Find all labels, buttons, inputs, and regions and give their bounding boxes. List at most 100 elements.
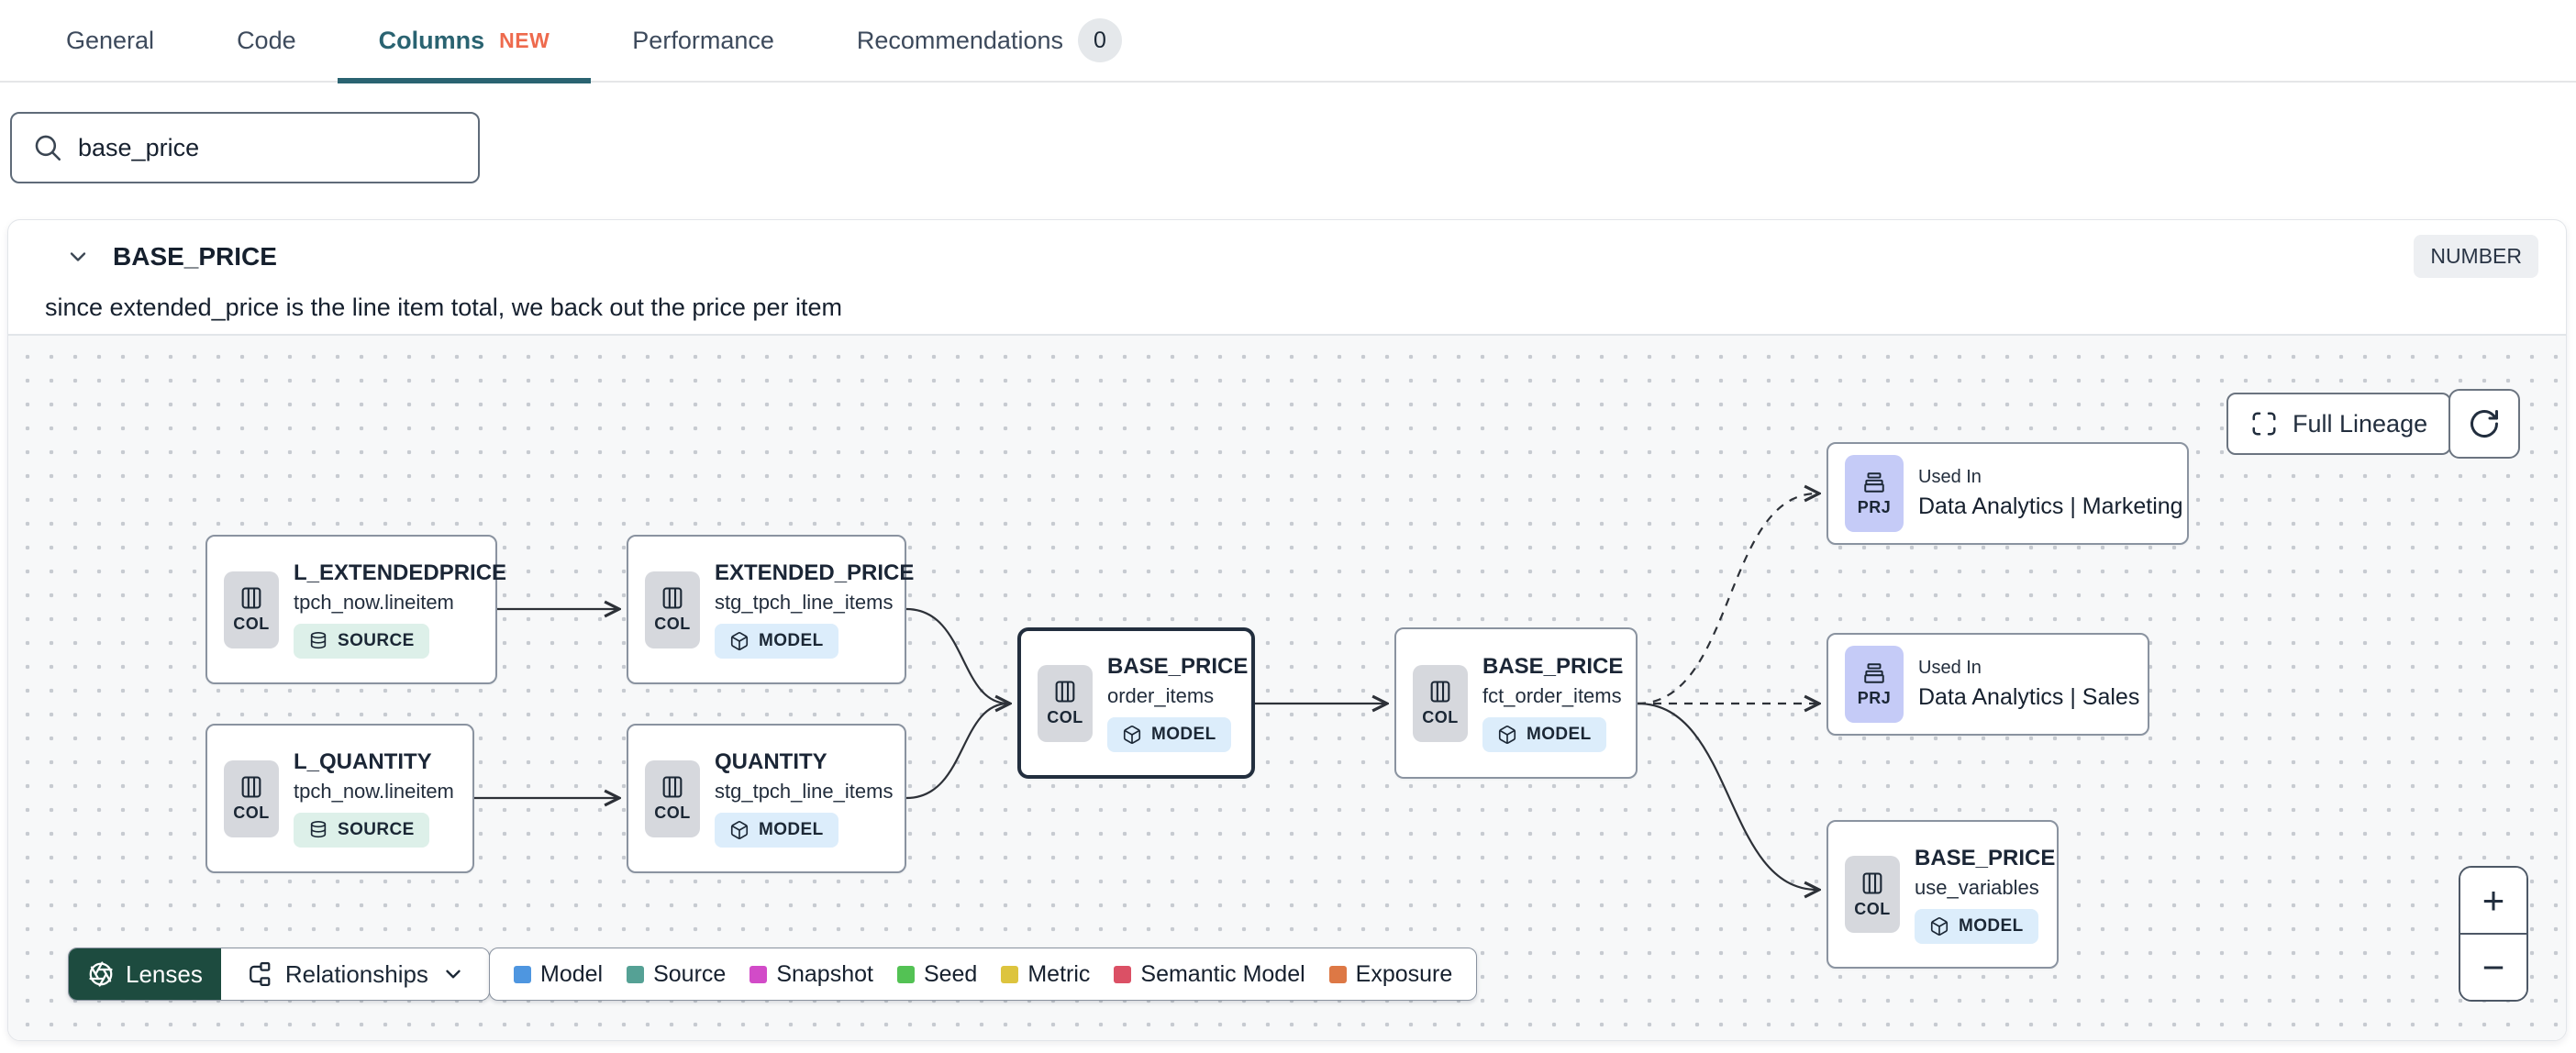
legend-item-seed: Seed xyxy=(896,961,977,988)
legend-item-snapshot: Snapshot xyxy=(749,961,873,988)
tab-general[interactable]: General xyxy=(66,26,155,54)
node-subtitle: use_variables xyxy=(1915,875,2039,899)
legend-swatch xyxy=(1114,965,1132,983)
column-detail-panel: BASE_PRICE NUMBER since extended_price i… xyxy=(7,219,2567,1041)
refresh-button[interactable] xyxy=(2448,389,2520,459)
node-subtitle: tpch_now.lineitem xyxy=(294,591,454,614)
node-l-quantity[interactable]: COL L_QUANTITY tpch_now.lineitem SOURCE xyxy=(205,724,474,873)
cube-icon xyxy=(730,632,749,650)
resource-badge-source: SOURCE xyxy=(294,813,429,848)
expand-icon xyxy=(2252,412,2276,436)
column-name: BASE_PRICE xyxy=(113,242,277,271)
column-search[interactable] xyxy=(10,112,480,183)
node-title: QUANTITY xyxy=(715,749,827,774)
tab-recommendations[interactable]: Recommendations 0 xyxy=(816,0,1163,82)
lineage-edges xyxy=(474,336,2566,1040)
legend-item-exposure: Exposure xyxy=(1328,961,1452,988)
node-subtitle: order_items xyxy=(1107,684,1215,707)
node-subtitle: tpch_now.lineitem xyxy=(294,780,454,803)
legend-item-metric: Metric xyxy=(1001,961,1090,988)
column-description: since extended_price is the line item to… xyxy=(45,294,842,321)
legend-item-source: Source xyxy=(627,961,726,988)
zoom-in-button[interactable]: + xyxy=(2460,868,2526,935)
node-subtitle: fct_order_items xyxy=(1482,684,1622,707)
node-used-in-marketing[interactable]: PRJ Used In Data Analytics | Marketing xyxy=(1827,442,2189,545)
resource-badge-model: MODEL xyxy=(715,813,838,848)
columns-icon xyxy=(241,587,261,609)
node-title: BASE_PRICE xyxy=(1482,654,1624,679)
collapse-chevron-icon[interactable] xyxy=(60,238,96,275)
column-header: BASE_PRICE NUMBER since extended_price i… xyxy=(8,220,2566,334)
node-subtitle: Data Analytics | Sales xyxy=(1918,684,2140,710)
lenses-toolbar: Lenses Relationships xyxy=(68,948,490,1001)
column-chip: COL xyxy=(1038,664,1093,742)
columns-icon xyxy=(1055,681,1075,703)
node-quantity[interactable]: COL QUANTITY stg_tpch_line_items MODEL xyxy=(627,724,906,873)
legend-item-semantic-model: Semantic Model xyxy=(1114,961,1305,988)
cube-icon xyxy=(1498,726,1516,744)
resource-badge-model: MODEL xyxy=(1482,717,1606,752)
node-base-price-fct-order-items[interactable]: COL BASE_PRICE fct_order_items MODEL xyxy=(1394,627,1638,779)
node-title: EXTENDED_PRICE xyxy=(715,560,915,585)
aperture-icon xyxy=(89,961,113,987)
node-title: L_QUANTITY xyxy=(294,749,432,774)
lenses-button[interactable]: Lenses xyxy=(69,948,221,1000)
chevron-down-icon xyxy=(446,970,461,979)
cube-icon xyxy=(1123,726,1141,744)
node-l-extendedprice[interactable]: COL L_EXTENDEDPRICE tpch_now.lineitem SO… xyxy=(205,535,506,684)
project-chip: PRJ xyxy=(1845,646,1904,723)
node-base-price-use-variables[interactable]: COL BASE_PRICE use_variables MODEL xyxy=(1827,820,2059,969)
resource-badge-model: MODEL xyxy=(715,624,838,659)
columns-icon xyxy=(1862,871,1882,894)
zoom-control: + − xyxy=(2459,866,2528,1002)
lineage-canvas[interactable]: COL L_EXTENDEDPRICE tpch_now.lineitem SO… xyxy=(8,334,2566,1040)
legend-item-model: Model xyxy=(514,961,603,988)
column-chip: COL xyxy=(645,571,700,648)
relationships-lens-button[interactable]: Relationships xyxy=(220,948,489,1000)
hierarchy-icon xyxy=(249,962,271,986)
node-subtitle: Data Analytics | Marketing xyxy=(1918,493,2183,519)
legend-swatch xyxy=(627,965,645,983)
cube-icon xyxy=(730,821,749,839)
zoom-out-button[interactable]: − xyxy=(2460,935,2526,1000)
search-input[interactable] xyxy=(78,133,458,162)
new-badge: NEW xyxy=(499,28,550,52)
project-icon xyxy=(1864,471,1884,493)
project-icon xyxy=(1864,662,1884,683)
tab-columns[interactable]: Columns NEW xyxy=(337,0,592,83)
column-chip: COL xyxy=(1845,856,1900,933)
tab-bar: General Code Columns NEW Performance Rec… xyxy=(0,0,2576,83)
node-extended-price[interactable]: COL EXTENDED_PRICE stg_tpch_line_items M… xyxy=(627,535,914,684)
database-icon xyxy=(310,821,327,838)
node-used-in-sales[interactable]: PRJ Used In Data Analytics | Sales xyxy=(1827,633,2149,736)
columns-icon xyxy=(241,776,261,798)
node-title: Used In xyxy=(1918,467,1982,487)
full-lineage-button[interactable]: Full Lineage xyxy=(2226,393,2452,455)
column-chip: COL xyxy=(224,571,279,648)
tab-performance[interactable]: Performance xyxy=(632,26,774,54)
legend-swatch xyxy=(1328,965,1347,983)
legend-swatch xyxy=(1001,965,1019,983)
legend-swatch xyxy=(514,965,531,983)
resource-badge-model: MODEL xyxy=(1107,717,1231,752)
node-base-price-order-items[interactable]: COL BASE_PRICE order_items MODEL xyxy=(1017,627,1255,779)
column-chip: COL xyxy=(1413,664,1468,742)
node-subtitle: stg_tpch_line_items xyxy=(715,591,894,614)
node-title: L_EXTENDEDPRICE xyxy=(294,560,507,585)
node-subtitle: stg_tpch_line_items xyxy=(715,780,894,803)
search-icon xyxy=(35,135,61,161)
refresh-icon xyxy=(2471,410,2498,438)
project-chip: PRJ xyxy=(1845,455,1904,532)
node-title: Used In xyxy=(1918,658,1982,678)
database-icon xyxy=(310,632,327,649)
resource-badge-model: MODEL xyxy=(1915,908,2038,944)
column-chip: COL xyxy=(645,759,700,837)
columns-icon xyxy=(662,776,683,798)
columns-icon xyxy=(1430,681,1450,703)
resource-badge-source: SOURCE xyxy=(294,624,429,659)
legend-swatch xyxy=(749,965,768,983)
cube-icon xyxy=(1930,916,1949,936)
recommendations-count-badge: 0 xyxy=(1078,18,1122,62)
tab-code[interactable]: Code xyxy=(237,26,296,54)
